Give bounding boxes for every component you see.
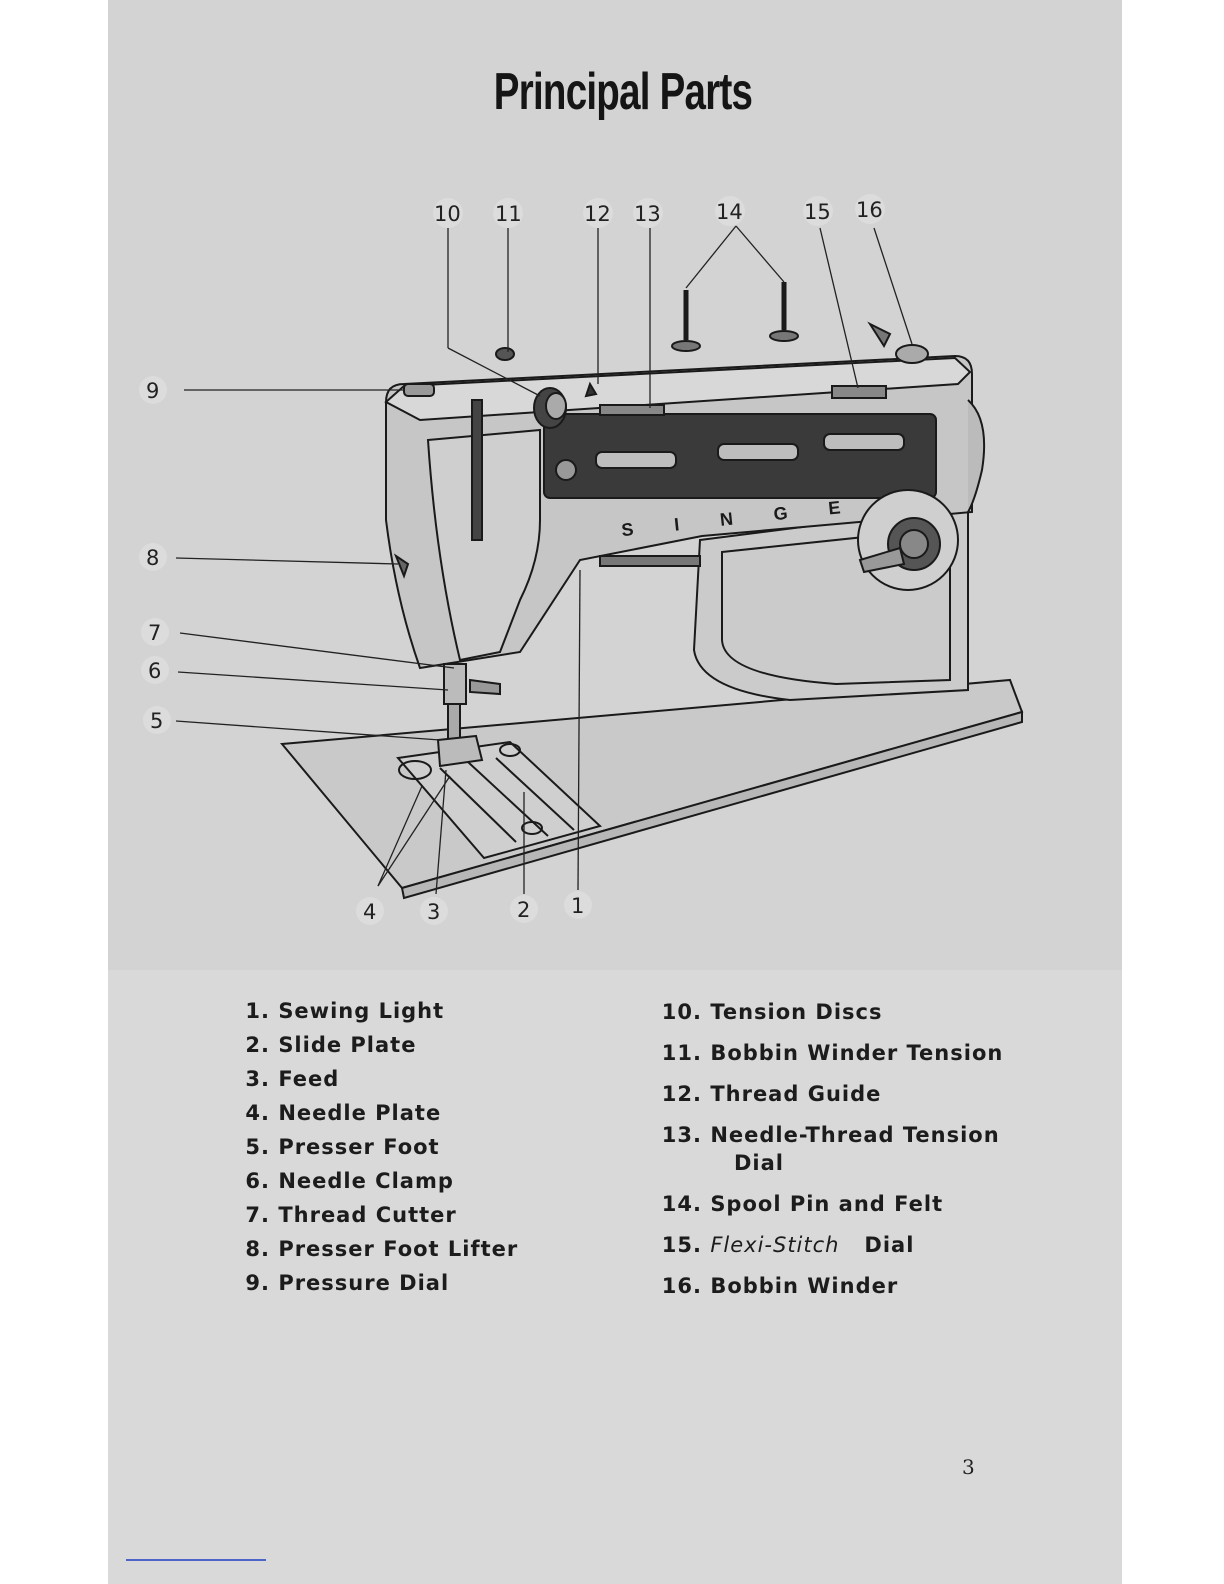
list-item: 12. Thread Guide xyxy=(658,1080,1003,1108)
item-number: 14. xyxy=(661,1192,702,1216)
list-item: 10. Tension Discs xyxy=(658,998,1003,1026)
list-item: 14. Spool Pin and Felt xyxy=(658,1190,1003,1218)
needle-thread-tension-dial xyxy=(599,404,665,416)
callout-6: 6 xyxy=(148,659,161,683)
page-number: 3 xyxy=(962,1455,975,1479)
item-number: 11. xyxy=(661,1041,702,1065)
pressure-dial xyxy=(403,383,435,397)
item-number: 12. xyxy=(661,1082,702,1106)
item-number: 9. xyxy=(245,1271,270,1295)
list-item: 8. Presser Foot Lifter xyxy=(240,1234,518,1268)
head-front-plate xyxy=(426,428,541,662)
item-label: Pressure Dial xyxy=(278,1271,450,1295)
flexi-stitch-dial xyxy=(831,385,887,399)
item-number: 1. xyxy=(245,999,270,1023)
item-label: Presser Foot xyxy=(278,1135,440,1159)
callout-14: 14 xyxy=(716,200,743,224)
parts-list-right: 10. Tension Discs 11. Bobbin Winder Tens… xyxy=(658,998,1003,1313)
item-label: Bobbin Winder xyxy=(710,1274,899,1298)
item-number: 3. xyxy=(245,1067,270,1091)
item-label: Spool Pin and Felt xyxy=(710,1192,944,1216)
item-label: Presser Foot Lifter xyxy=(278,1237,519,1261)
item-number: 6. xyxy=(245,1169,270,1193)
item-label: Needle Clamp xyxy=(278,1169,454,1193)
item-number: 16. xyxy=(661,1274,702,1298)
item-label: Bobbin Winder Tension xyxy=(710,1041,1004,1065)
callout-3: 3 xyxy=(427,900,440,924)
item-number: 4. xyxy=(245,1101,270,1125)
callout-5: 5 xyxy=(150,709,163,733)
machine-bed xyxy=(280,678,1024,890)
callout-15: 15 xyxy=(804,200,831,224)
item-label-continuation: Dial xyxy=(734,1151,784,1175)
callout-13: 13 xyxy=(634,202,661,226)
bottom-rule xyxy=(126,1559,266,1561)
item-label: Feed xyxy=(278,1067,340,1091)
list-item: 4. Needle Plate xyxy=(240,1098,518,1132)
item-label: Needle-Thread Tension xyxy=(710,1123,1000,1147)
list-item: 16. Bobbin Winder xyxy=(658,1272,1003,1300)
callout-1: 1 xyxy=(571,894,584,918)
list-item: 11. Bobbin Winder Tension xyxy=(658,1039,1003,1067)
item-number: 7. xyxy=(245,1203,270,1227)
sewing-machine-illustration: S I N G E R xyxy=(139,194,1024,925)
callout-16: 16 xyxy=(856,198,883,222)
item-number: 13. xyxy=(661,1123,702,1147)
item-label: Sewing Light xyxy=(278,999,445,1023)
parts-list-left: 1. Sewing Light 2. Slide Plate 3. Feed 4… xyxy=(240,996,518,1302)
list-item: 2. Slide Plate xyxy=(240,1030,518,1064)
item-label: Needle Plate xyxy=(278,1101,442,1125)
list-item: 3. Feed xyxy=(240,1064,518,1098)
bobbin-winder xyxy=(895,344,929,364)
callout-2: 2 xyxy=(517,898,530,922)
item-label-italic: Flexi-Stitch xyxy=(710,1233,840,1257)
page-title: Principal Parts xyxy=(493,63,753,121)
item-label: Slide Plate xyxy=(278,1033,417,1057)
item-number: 5. xyxy=(245,1135,270,1159)
callout-7: 7 xyxy=(148,621,161,645)
item-number: 15. xyxy=(661,1233,702,1257)
item-label: Tension Discs xyxy=(710,1000,883,1024)
item-number: 8. xyxy=(245,1237,270,1261)
item-label: Dial xyxy=(864,1233,915,1257)
callout-8: 8 xyxy=(146,546,159,570)
list-item: 1. Sewing Light xyxy=(240,996,518,1030)
callout-10: 10 xyxy=(434,202,461,226)
callout-11: 11 xyxy=(495,202,522,226)
item-number: 2. xyxy=(245,1033,270,1057)
list-item: 15. Flexi-Stitch Dial xyxy=(658,1231,1003,1259)
item-label: Thread Guide xyxy=(710,1082,882,1106)
callout-4: 4 xyxy=(363,900,376,924)
item-label: Thread Cutter xyxy=(278,1203,457,1227)
item-number: 10. xyxy=(661,1000,702,1024)
list-item: 7. Thread Cutter xyxy=(240,1200,518,1234)
list-item: 5. Presser Foot xyxy=(240,1132,518,1166)
callout-12: 12 xyxy=(584,202,611,226)
list-item: 6. Needle Clamp xyxy=(240,1166,518,1200)
list-item: 9. Pressure Dial xyxy=(240,1268,518,1302)
callout-9: 9 xyxy=(146,379,159,403)
